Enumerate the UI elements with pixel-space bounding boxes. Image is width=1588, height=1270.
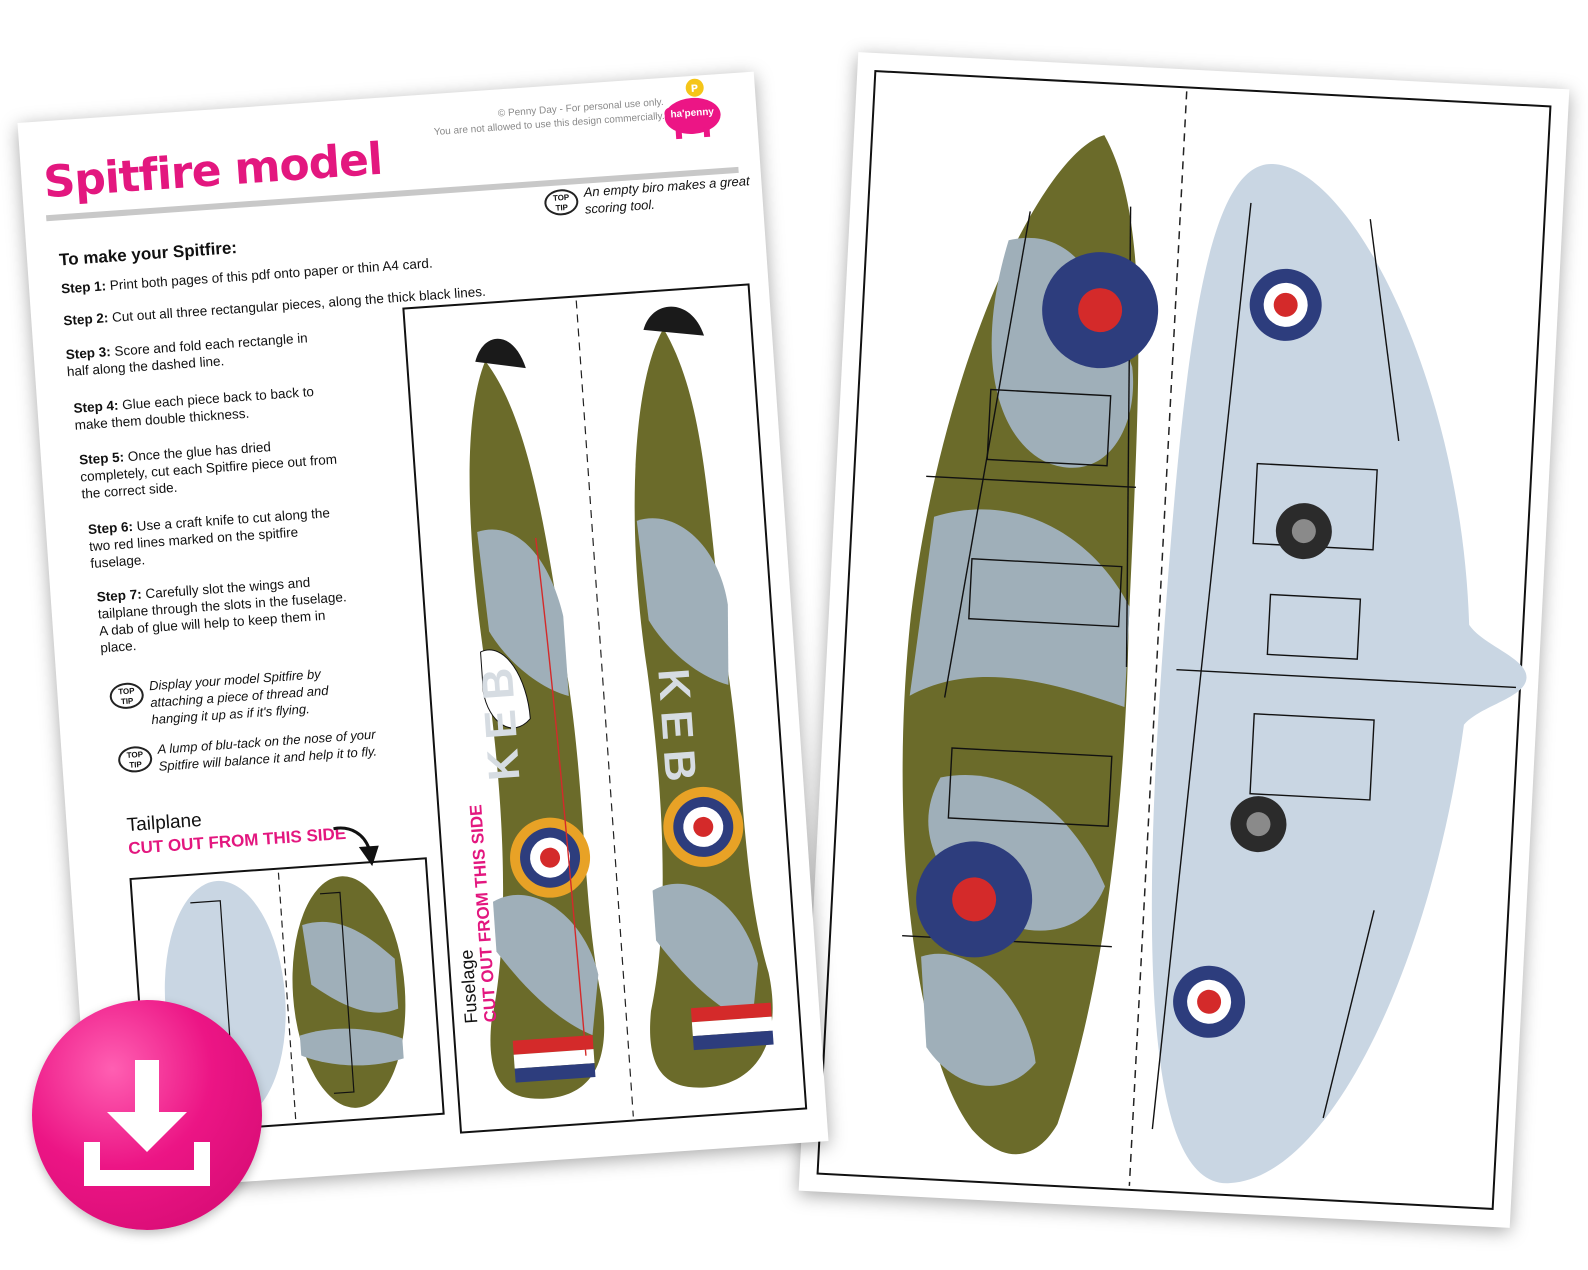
top-tip-badge: TOP TIP: [108, 681, 145, 710]
step-text: Once the glue has dried completely, cut …: [79, 439, 338, 502]
wing-page: [798, 52, 1570, 1228]
step-7: Step 7: Carefully slot the wings and tai…: [96, 571, 360, 657]
tip-text: Display your model Spitfire by attaching…: [148, 666, 329, 728]
aircraft-code-right: KEB: [648, 666, 706, 793]
step-6: Step 6: Use a craft knife to cut along t…: [87, 504, 340, 572]
tip-3: TOP TIP A lump of blu-tack on the nose o…: [117, 725, 377, 774]
step-label: Step 4:: [73, 397, 119, 416]
step-label: Step 6:: [87, 518, 134, 538]
tip-text: A lump of blu-tack on the nose of your S…: [157, 726, 378, 774]
tailplane-label: Tailplane: [126, 809, 203, 837]
aircraft-code-left: KEB: [472, 656, 530, 783]
fin-flash-right: [690, 1002, 774, 1051]
roundel-under-1: [1249, 268, 1322, 341]
download-button[interactable]: [32, 1000, 262, 1230]
copyright-notice: © Penny Day - For personal use only. You…: [433, 96, 666, 140]
step-text: Use a craft knife to cut along the two r…: [88, 505, 331, 572]
roundel-under-2: [1173, 965, 1246, 1038]
hapenny-logo: P ha'penny: [654, 70, 729, 145]
step-4: Step 4: Glue each piece back to back to …: [73, 382, 325, 433]
roundel-top: [1042, 252, 1159, 369]
tip-2: TOP TIP Display your model Spitfire by a…: [108, 663, 358, 727]
step-5: Step 5: Once the glue has dried complete…: [79, 433, 342, 502]
fuselage-roundel-right: [663, 786, 744, 867]
step-label: Step 3:: [65, 344, 112, 363]
top-tip-badge: TOP TIP: [117, 745, 154, 774]
step-label: Step 1:: [60, 278, 107, 297]
fin-flash-left: [512, 1035, 596, 1083]
download-icon: [84, 1060, 210, 1186]
top-tip-badge: TOP TIP: [543, 188, 580, 217]
svg-text:P: P: [690, 83, 698, 94]
step-label: Step 2:: [62, 310, 109, 329]
arrow-down-icon: [333, 826, 379, 867]
wing-artwork: [816, 70, 1552, 1210]
roundel-bottom: [916, 841, 1033, 958]
step-3: Step 3: Score and fold each rectangle in…: [65, 328, 327, 380]
fuselage-piece: [402, 283, 808, 1134]
step-label: Step 7:: [96, 586, 143, 605]
instructions-heading: To make your Spitfire:: [58, 238, 238, 270]
step-label: Step 5:: [78, 449, 125, 468]
